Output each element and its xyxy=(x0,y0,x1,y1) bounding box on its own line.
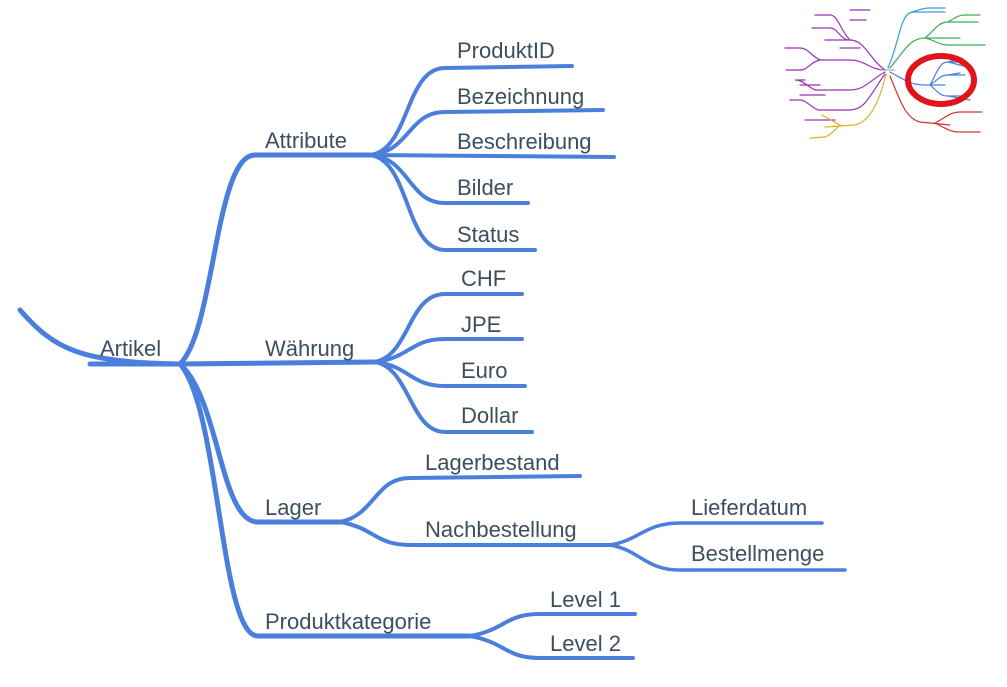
node-produktid[interactable]: ProduktID xyxy=(457,38,555,63)
edge-waehrung-chf xyxy=(373,292,524,364)
edge-artikel-attribute xyxy=(177,152,373,367)
edge-produktkategorie-level1 xyxy=(468,612,637,638)
edge-nachbestellung-lieferdatum xyxy=(608,521,824,547)
node-produktkategorie[interactable]: Produktkategorie xyxy=(265,609,432,634)
edge-artikel-lager xyxy=(177,361,343,525)
node-beschreibung[interactable]: Beschreibung xyxy=(457,129,592,154)
edge-lager-nachbestellung xyxy=(338,520,612,547)
edge-attribute-beschreibung xyxy=(368,153,616,159)
edge-waehrung-dollar xyxy=(373,360,534,434)
edge-attribute-produktid xyxy=(368,64,574,157)
edge-waehrung-jpe xyxy=(373,337,524,364)
node-level-2[interactable]: Level 2 xyxy=(550,631,621,656)
node-chf[interactable]: CHF xyxy=(461,266,507,291)
edge-attribute-bezeichnung xyxy=(368,108,605,157)
node-waehrung[interactable]: Währung xyxy=(265,336,355,361)
node-lagerbestand[interactable]: Lagerbestand xyxy=(425,450,560,475)
edge-lager-lagerbestand xyxy=(338,474,582,524)
node-attribute[interactable]: Attribute xyxy=(265,128,347,153)
edge-nachbestellung-bestellmenge xyxy=(608,543,847,572)
edge-artikel-produktkategorie xyxy=(177,361,473,639)
edge-artikel-waehrung xyxy=(177,359,378,367)
node-bezeichnung[interactable]: Bezeichnung xyxy=(457,84,585,109)
node-bestellmenge[interactable]: Bestellmenge xyxy=(691,541,825,566)
node-lieferdatum[interactable]: Lieferdatum xyxy=(691,495,808,520)
node-bilder[interactable]: Bilder xyxy=(457,175,514,200)
node-level-1[interactable]: Level 1 xyxy=(550,587,621,612)
edge-produktkategorie-level2 xyxy=(468,634,635,660)
node-nachbestellung[interactable]: Nachbestellung xyxy=(425,517,577,542)
node-status[interactable]: Status xyxy=(457,222,520,247)
node-dollar[interactable]: Dollar xyxy=(461,403,519,428)
edge-attribute-status xyxy=(368,153,537,252)
node-jpe[interactable]: JPE xyxy=(461,312,502,337)
node-artikel[interactable]: Artikel xyxy=(100,336,162,361)
node-euro[interactable]: Euro xyxy=(461,358,508,383)
node-lager[interactable]: Lager xyxy=(265,495,322,520)
